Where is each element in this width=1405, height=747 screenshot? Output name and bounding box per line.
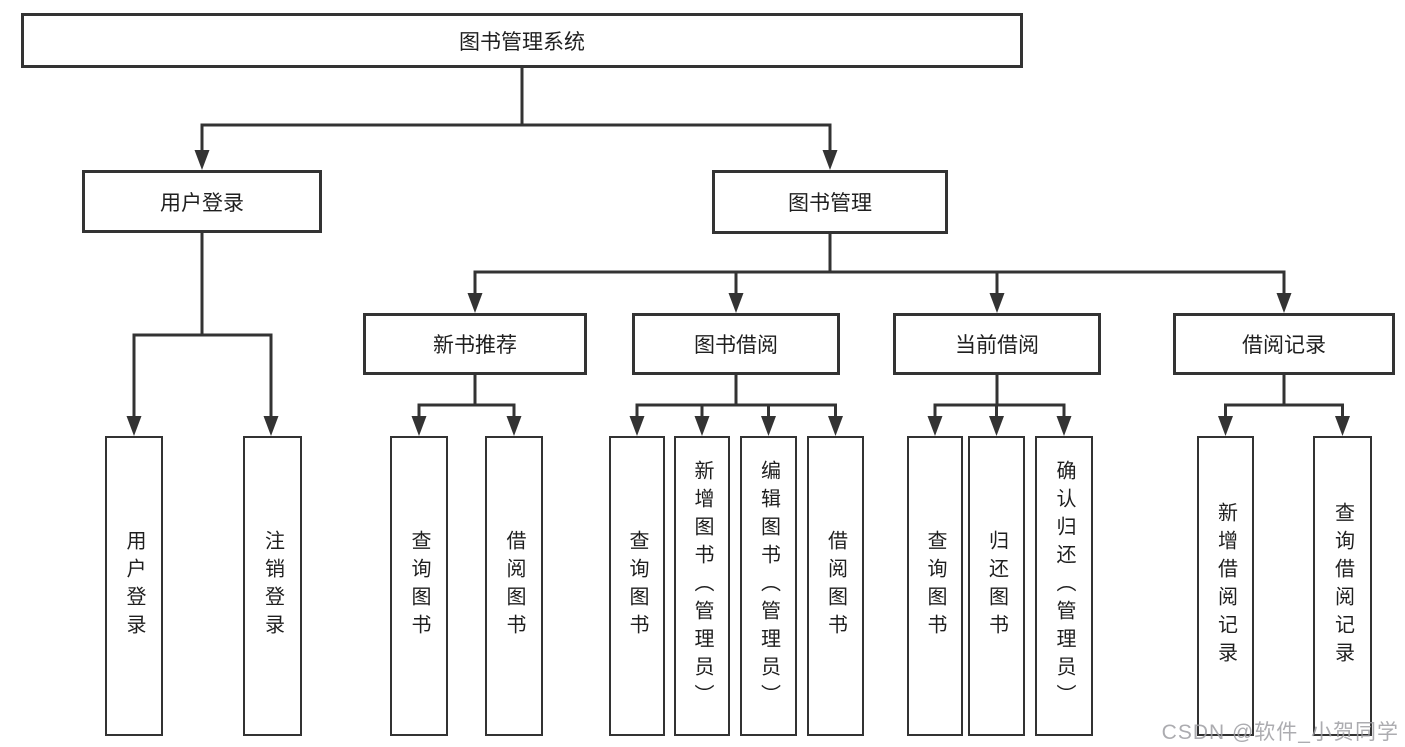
node-user-login: 用户登录 — [82, 170, 322, 233]
node-new-book-recommend: 新书推荐 — [363, 313, 587, 375]
leaf-borrow-book-label: 借阅图书 — [824, 530, 847, 642]
node-book-management: 图书管理 — [712, 170, 948, 234]
node-user-login-label: 用户登录 — [160, 191, 244, 215]
leaf-query-book-current: 查询图书 — [907, 436, 963, 736]
leaf-query-book-recommend: 查询图书 — [390, 436, 448, 736]
leaf-confirm-return-admin: 确认归还（管理员） — [1035, 436, 1093, 736]
leaf-add-book-admin-label: 新增图书（管理员） — [691, 460, 713, 712]
leaf-logout-login: 注销登录 — [243, 436, 302, 736]
leaf-borrow-book-recommend-label: 借阅图书 — [503, 530, 525, 642]
leaf-user-login: 用户登录 — [105, 436, 163, 736]
leaf-query-borrow-record-label: 查询借阅记录 — [1331, 502, 1354, 670]
leaf-query-book-current-label: 查询图书 — [924, 530, 946, 642]
leaf-query-book-recommend-label: 查询图书 — [408, 530, 430, 642]
leaf-return-book: 归还图书 — [968, 436, 1025, 736]
csdn-watermark: CSDN @软件_小贺同学 — [1161, 721, 1399, 744]
node-borrow-records-label: 借阅记录 — [1242, 334, 1326, 357]
leaf-borrow-book: 借阅图书 — [807, 436, 864, 736]
node-borrow-records: 借阅记录 — [1173, 313, 1395, 375]
node-book-management-label: 图书管理 — [788, 192, 872, 215]
leaf-query-book-borrow: 查询图书 — [609, 436, 665, 736]
node-current-borrow: 当前借阅 — [893, 313, 1101, 375]
leaf-edit-book-admin-label: 编辑图书（管理员） — [757, 460, 780, 712]
node-current-borrow-label: 当前借阅 — [955, 334, 1039, 357]
leaf-borrow-book-recommend: 借阅图书 — [485, 436, 543, 736]
leaf-return-book-label: 归还图书 — [985, 530, 1008, 642]
leaf-add-book-admin: 新增图书（管理员） — [674, 436, 730, 736]
leaf-edit-book-admin: 编辑图书（管理员） — [740, 436, 797, 736]
leaf-add-borrow-record-label: 新增借阅记录 — [1214, 502, 1237, 670]
node-book-borrow: 图书借阅 — [632, 313, 840, 375]
leaf-add-borrow-record: 新增借阅记录 — [1197, 436, 1254, 736]
node-library-system: 图书管理系统 — [21, 13, 1023, 68]
node-new-book-recommend-label: 新书推荐 — [433, 334, 517, 357]
leaf-confirm-return-admin-label: 确认归还（管理员） — [1053, 460, 1075, 712]
leaf-query-book-borrow-label: 查询图书 — [626, 530, 648, 642]
leaf-query-borrow-record: 查询借阅记录 — [1313, 436, 1372, 736]
node-book-borrow-label: 图书借阅 — [694, 334, 778, 357]
node-library-system-label: 图书管理系统 — [459, 30, 585, 54]
leaf-logout-login-label: 注销登录 — [261, 530, 284, 642]
leaf-user-login-label: 用户登录 — [123, 530, 145, 642]
